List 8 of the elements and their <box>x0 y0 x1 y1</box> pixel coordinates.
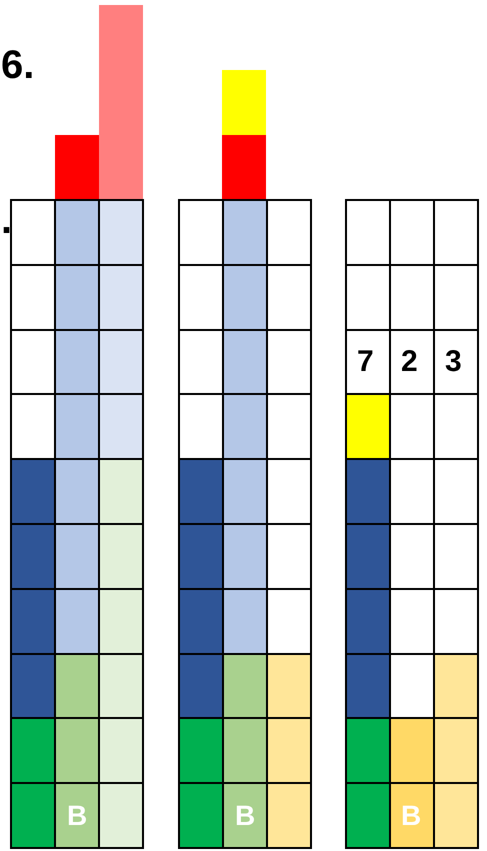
letter-label: B <box>235 802 256 830</box>
number-label: 7 <box>357 347 374 377</box>
number-label: 3 <box>445 347 462 377</box>
item-number: . <box>1 200 12 240</box>
letter-label: B <box>67 802 88 830</box>
letter-label: B <box>401 802 422 830</box>
item-number: 6. <box>1 45 34 85</box>
number-label: 2 <box>401 347 418 377</box>
